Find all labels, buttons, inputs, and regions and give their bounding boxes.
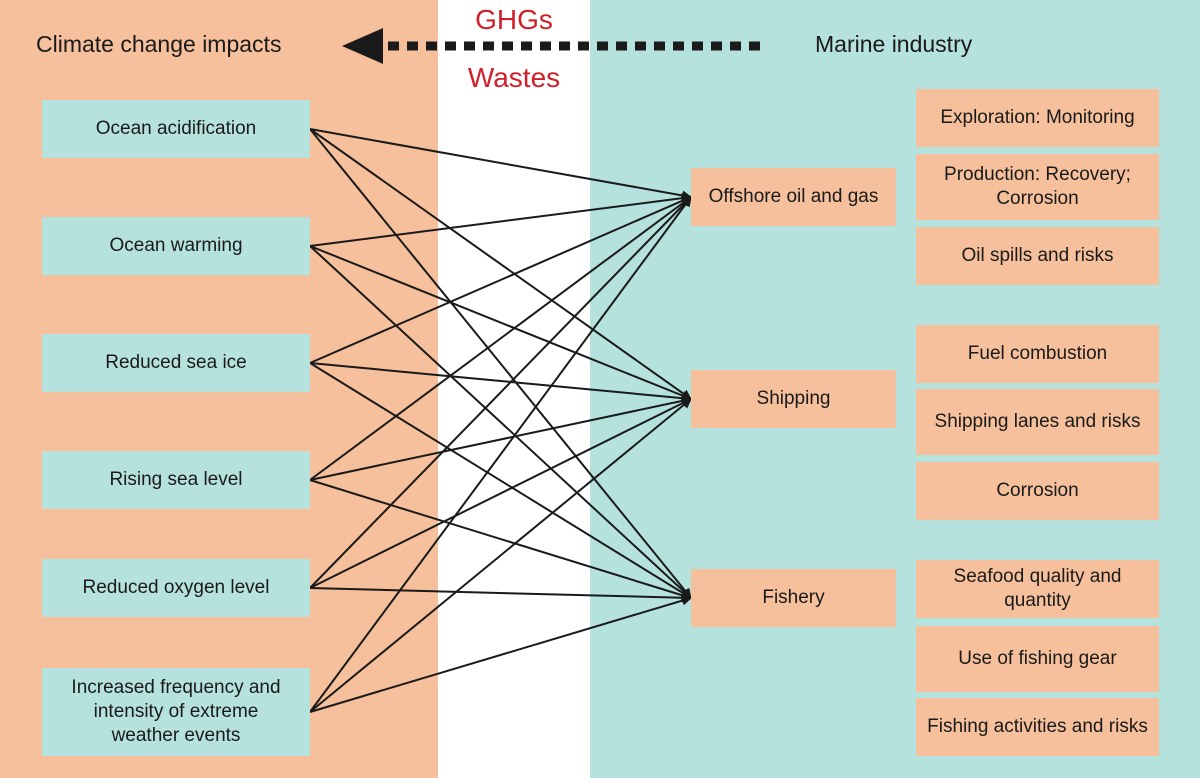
impact-ocean-warming: Ocean warming <box>42 217 310 275</box>
flow-arrow <box>342 28 760 64</box>
impact-reduced-oxygen-level: Reduced oxygen level <box>42 559 310 617</box>
industry-fishery: Fishery <box>691 569 896 627</box>
industry-offshore-oil-gas: Offshore oil and gas <box>691 168 896 226</box>
link-reduced-sea-ice-to-shipping <box>309 362 692 404</box>
detail-seafood-quality-quantity: Seafood quality and quantity <box>916 560 1159 618</box>
link-ocean-warming-to-offshore-oil-gas <box>309 193 692 247</box>
impact-rising-sea-level: Rising sea level <box>42 451 310 509</box>
wastes-label: Wastes <box>467 62 561 93</box>
link-ocean-acidification-to-offshore-oil-gas <box>309 128 692 201</box>
link-extreme-weather-events-to-shipping <box>309 398 692 713</box>
link-rising-sea-level-to-shipping <box>309 395 692 481</box>
detail-production-recovery-corrosion: Production: Recovery; Corrosion <box>916 154 1159 220</box>
industry-shipping: Shipping <box>691 370 896 428</box>
impact-ocean-acidification: Ocean acidification <box>42 100 310 158</box>
detail-corrosion: Corrosion <box>916 462 1159 520</box>
link-extreme-weather-events-to-fishery <box>309 595 692 713</box>
detail-oil-spills-risks: Oil spills and risks <box>916 227 1159 285</box>
link-reduced-sea-ice-to-offshore-oil-gas <box>309 196 692 364</box>
detail-shipping-lanes-risks: Shipping lanes and risks <box>916 389 1159 455</box>
link-reduced-oxygen-level-to-fishery <box>309 587 692 603</box>
detail-fishing-activities-risks: Fishing activities and risks <box>916 698 1159 756</box>
detail-exploration-monitoring: Exploration: Monitoring <box>916 89 1159 147</box>
flow-arrowhead <box>342 28 383 64</box>
detail-use-of-fishing-gear: Use of fishing gear <box>916 626 1159 692</box>
impact-extreme-weather-events: Increased frequency and intensity of ext… <box>42 668 310 756</box>
link-ocean-acidification-to-shipping <box>309 128 692 400</box>
impact-industry-links <box>309 128 692 713</box>
climate-impacts-heading: Climate change impacts <box>36 31 282 57</box>
link-reduced-oxygen-level-to-shipping <box>309 398 692 589</box>
link-ocean-acidification-to-fishery <box>309 128 692 599</box>
link-rising-sea-level-to-offshore-oil-gas <box>309 196 692 481</box>
ghgs-label: GHGs <box>475 4 553 35</box>
detail-fuel-combustion: Fuel combustion <box>916 325 1159 383</box>
link-rising-sea-level-to-fishery <box>309 479 692 601</box>
link-ocean-warming-to-shipping <box>309 245 692 401</box>
link-ocean-warming-to-fishery <box>309 245 692 599</box>
marine-industry-heading: Marine industry <box>815 31 973 57</box>
link-reduced-oxygen-level-to-offshore-oil-gas <box>309 196 692 589</box>
link-extreme-weather-events-to-offshore-oil-gas <box>309 196 692 713</box>
link-reduced-sea-ice-to-fishery <box>309 362 692 599</box>
impact-reduced-sea-ice: Reduced sea ice <box>42 334 310 392</box>
